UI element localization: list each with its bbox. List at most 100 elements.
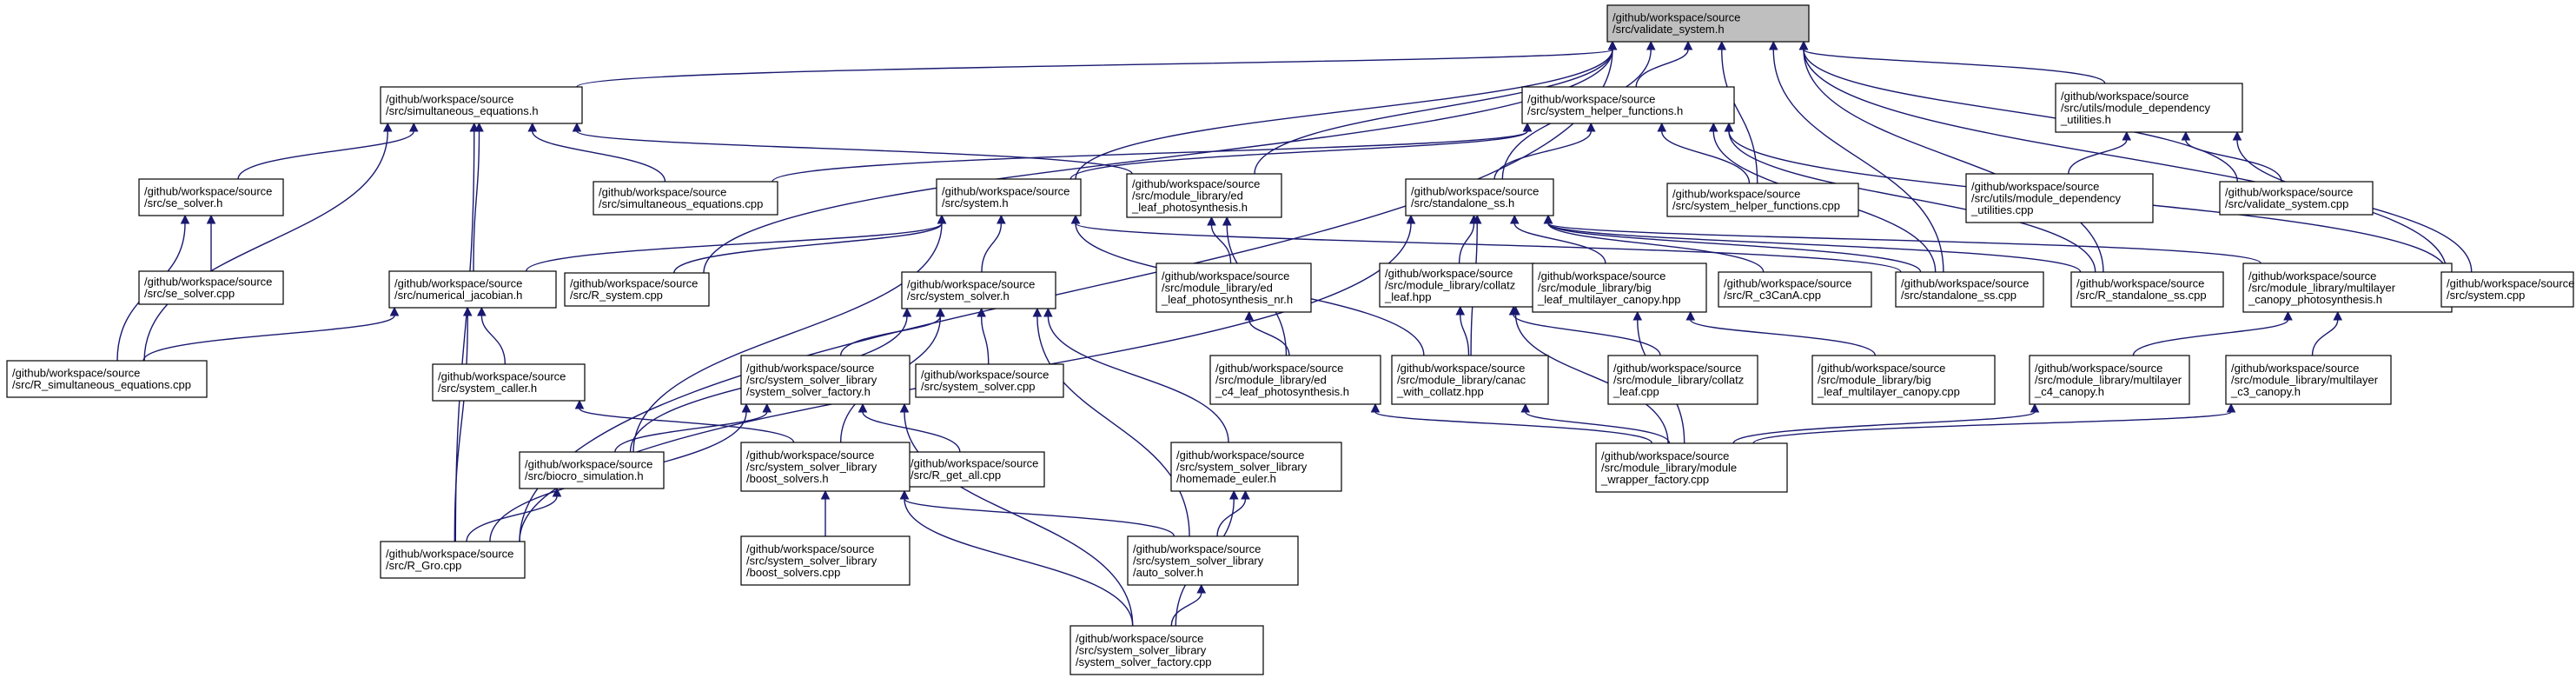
node-se-solver-cpp[interactable]: /github/workspace/source/src/se_solver.c… — [138, 270, 284, 305]
node-module-wrapper-factory-cpp[interactable]: /github/workspace/source/src/module_libr… — [1595, 442, 1788, 493]
node-label-line: /src/system_solver.h — [907, 289, 1010, 302]
node-numerical-jacobian-h[interactable]: /github/workspace/source/src/numerical_j… — [388, 270, 557, 309]
edge-R-Gro-cpp-to-simultaneous-equations-h — [454, 122, 480, 542]
node-label-line: /src/utils/module_dependency — [1971, 191, 2121, 204]
node-homemade-euler-h[interactable]: /github/workspace/source/src/system_solv… — [1170, 442, 1342, 492]
node-box — [1379, 263, 1535, 308]
arrowhead — [820, 489, 831, 500]
node-big-leaf-multilayer-canopy-hpp[interactable]: /github/workspace/source/src/module_libr… — [1532, 263, 1707, 313]
node-system-solver-factory-h[interactable]: /github/workspace/source/src/system_solv… — [740, 355, 911, 405]
node-R-simultaneous-equations-cpp[interactable]: /github/workspace/source/src/R_simultane… — [6, 360, 208, 398]
node-ed-leaf-photosynthesis-nr-h[interactable]: /github/workspace/source/src/module_libr… — [1156, 263, 1312, 313]
node-label-line: /src/validate_system.h — [1612, 23, 1725, 36]
edge-canac-with-collatz-hpp-to-collatz-leaf-hpp — [1455, 305, 1470, 356]
node-label-line: /system_solver_factory.h — [746, 385, 871, 398]
node-system-helper-functions-h[interactable]: /github/workspace/source/src/system_help… — [1521, 86, 1735, 124]
node-big-leaf-multilayer-canopy-cpp[interactable]: /github/workspace/source/src/module_libr… — [1811, 355, 1996, 405]
node-simultaneous-equations-cpp[interactable]: /github/workspace/source/src/simultaneou… — [593, 181, 778, 216]
node-label-line: /src/system_helper_functions.h — [1527, 104, 1683, 117]
node-box — [1811, 355, 1996, 405]
arrowhead — [1196, 583, 1207, 594]
node-validate-system-h: /github/workspace/source/src/validate_sy… — [1606, 4, 1810, 43]
node-R-Gro-cpp[interactable]: /github/workspace/source/src/R_Gro.cpp — [380, 541, 526, 579]
arrowhead — [1228, 489, 1239, 500]
node-system-solver-factory-cpp[interactable]: /github/workspace/source/src/system_solv… — [1069, 625, 1264, 675]
node-validate-system-cpp[interactable]: /github/workspace/source/src/validate_sy… — [2219, 181, 2374, 216]
node-standalone-ss-cpp[interactable]: /github/workspace/source/src/standalone_… — [1895, 271, 2044, 308]
node-label-line: /github/workspace/source — [599, 186, 726, 199]
edge-numerical-jacobian-h-to-simultaneous-equations-h — [473, 122, 484, 272]
node-auto-solver-h[interactable]: /github/workspace/source/src/system_solv… — [1127, 535, 1299, 586]
edge-R-get-all-cpp-to-system-solver-factory-h — [858, 402, 961, 453]
node-box — [1595, 442, 1788, 493]
node-label-line: /github/workspace/source — [2225, 186, 2353, 199]
edge-R-simultaneous-equations-cpp-to-simultaneous-equations-h — [143, 122, 393, 362]
node-label-line: /github/workspace/source — [144, 185, 272, 198]
node-system-solver-cpp[interactable]: /github/workspace/source/src/system_solv… — [915, 363, 1064, 398]
node-label-line: /github/workspace/source — [1971, 180, 2099, 193]
node-box — [138, 178, 284, 216]
node-label-line: /src/simultaneous_equations.h — [386, 104, 539, 117]
edge-R-standalone-ss-cpp-to-validate-system-h — [1798, 40, 2104, 273]
node-boost-solvers-cpp[interactable]: /github/workspace/source/src/system_solv… — [740, 535, 911, 586]
node-label-line: _utilities.cpp — [1970, 203, 2034, 216]
arrowhead — [477, 306, 487, 316]
edge-ed-leaf-photosynthesis-h-to-simultaneous-equations-h — [572, 122, 1133, 175]
arrowhead — [1685, 310, 1696, 321]
node-label-line: /src/module_library/multilayer — [2231, 373, 2379, 386]
node-simultaneous-equations-h[interactable]: /github/workspace/source/src/simultaneou… — [380, 86, 583, 124]
node-box — [2219, 181, 2374, 216]
edge-standalone-ss-h-to-system-helper-functions-h — [1493, 122, 1596, 180]
node-system-caller-h[interactable]: /github/workspace/source/src/system_call… — [432, 363, 586, 402]
node-system-helper-functions-cpp[interactable]: /github/workspace/source/src/system_help… — [1666, 183, 1859, 217]
node-R-get-all-cpp[interactable]: /github/workspace/source/src/R_get_all.c… — [904, 451, 1045, 488]
node-box — [904, 451, 1045, 488]
node-label-line: /github/workspace/source — [746, 362, 874, 375]
node-R-standalone-ss-cpp[interactable]: /github/workspace/source/src/R_standalon… — [2070, 271, 2224, 308]
edge-system-h-to-system-helper-functions-h — [1069, 122, 1533, 180]
node-collatz-leaf-cpp[interactable]: /github/workspace/source/src/module_libr… — [1607, 355, 1758, 405]
node-system-solver-h[interactable]: /github/workspace/source/src/system_solv… — [901, 271, 1056, 309]
node-canac-with-collatz-hpp[interactable]: /github/workspace/source/src/module_libr… — [1391, 355, 1549, 405]
node-ed-c4-leaf-photosynthesis-h[interactable]: /github/workspace/source/src/module_libr… — [1209, 355, 1381, 405]
arrowhead — [1455, 305, 1466, 316]
node-R-system-cpp[interactable]: /github/workspace/source/src/R_system.cp… — [564, 272, 710, 307]
node-module-dependency-utilities-h[interactable]: /github/workspace/source/src/utils/modul… — [2055, 83, 2243, 133]
node-box — [2242, 263, 2453, 313]
node-label-line: /src/system_solver_library — [1076, 643, 1207, 656]
edge-system-solver-h-to-system-h — [981, 214, 1006, 273]
node-boost-solvers-h[interactable]: /github/workspace/source/src/system_solv… — [740, 442, 911, 492]
node-module-dependency-utilities-cpp[interactable]: /github/workspace/source/src/utils/modul… — [1965, 173, 2154, 223]
arrowhead — [1798, 40, 1809, 50]
arrowhead — [899, 489, 910, 500]
node-box — [1532, 263, 1707, 313]
edge-se-solver-cpp-to-se-solver-h — [206, 214, 216, 271]
arrowhead — [1717, 40, 1727, 50]
node-multilayer-c4-canopy-h[interactable]: /github/workspace/source/src/module_libr… — [2029, 355, 2190, 405]
arrowhead — [1708, 122, 1718, 132]
node-ed-leaf-photosynthesis-h[interactable]: /github/workspace/source/src/module_libr… — [1126, 173, 1282, 218]
nodes-layer: /github/workspace/source/src/validate_sy… — [6, 4, 2574, 675]
node-collatz-leaf-hpp[interactable]: /github/workspace/source/src/module_libr… — [1379, 263, 1535, 308]
node-system-h[interactable]: /github/workspace/source/src/system.h — [936, 178, 1082, 216]
node-label-line: /src/module_library/multilayer — [2248, 281, 2396, 294]
node-label-line: /src/system_solver_library — [746, 460, 877, 473]
node-biocro-simulation-h[interactable]: /github/workspace/source/src/biocro_simu… — [519, 451, 665, 489]
node-box — [1606, 4, 1810, 43]
arrowhead — [1370, 402, 1381, 413]
node-box — [2029, 355, 2190, 405]
node-label-line: /boost_solvers.h — [746, 472, 829, 485]
node-system-cpp[interactable]: /github/workspace/source/src/system.cpp — [2440, 271, 2574, 308]
node-standalone-ss-h[interactable]: /github/workspace/source/src/standalone_… — [1405, 178, 1554, 216]
arrowhead — [2226, 402, 2236, 413]
node-se-solver-h[interactable]: /github/workspace/source/src/se_solver.h — [138, 178, 284, 216]
node-label-line: /src/system_solver_library — [1133, 554, 1264, 567]
node-multilayer-canopy-photosynthesis-h[interactable]: /github/workspace/source/src/module_libr… — [2242, 263, 2453, 313]
node-label-line: /github/workspace/source — [921, 369, 1049, 382]
arrowhead — [1646, 40, 1656, 50]
node-label-line: /github/workspace/source — [1724, 277, 1851, 290]
node-label-line: _canopy_photosynthesis.h — [2248, 293, 2382, 306]
node-multilayer-c3-canopy-h[interactable]: /github/workspace/source/src/module_libr… — [2225, 355, 2392, 405]
node-R-c3CanA-cpp[interactable]: /github/workspace/source/src/R_c3CanA.cp… — [1718, 271, 1872, 308]
node-box — [1069, 625, 1264, 675]
